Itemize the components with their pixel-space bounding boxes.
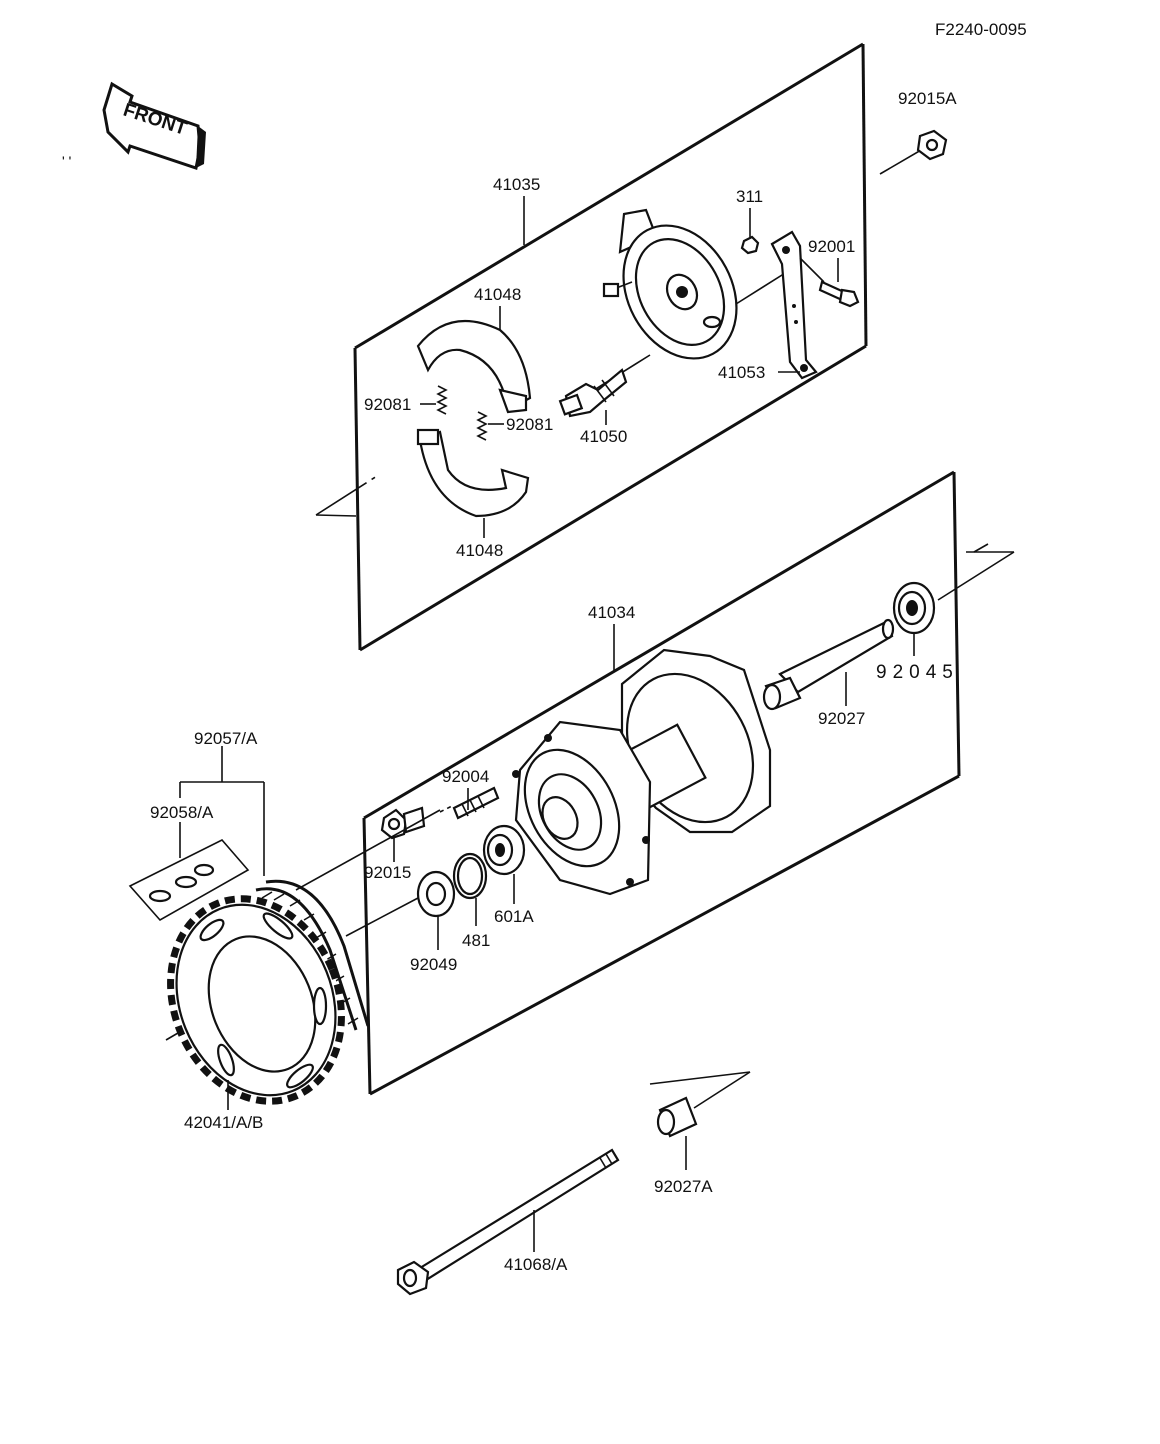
label-92081-right: 92081 (506, 415, 553, 434)
label-92049: 92049 (410, 955, 457, 974)
label-92001: 92001 (808, 237, 855, 256)
part-92049-seal (416, 870, 456, 918)
label-41048-bottom: 41048 (456, 541, 503, 560)
part-92027A-collar (649, 1071, 751, 1170)
label-92081-left: 92081 (364, 395, 411, 414)
svg-text:' ': ' ' (62, 153, 71, 169)
part-92001-bolt (799, 257, 860, 308)
part-brake-panel (602, 208, 738, 360)
part-92058A-master-link (128, 839, 250, 922)
part-92027-collar (762, 618, 895, 711)
part-41048-shoe-top (416, 319, 532, 414)
part-41034-hub (512, 648, 772, 896)
part-41050-cam (558, 368, 628, 418)
part-311-nut (740, 235, 760, 255)
label-41068A: 41068/A (504, 1255, 568, 1274)
label-41053: 41053 (718, 363, 765, 382)
label-92004: 92004 (442, 767, 489, 786)
hub-panel-frame (362, 470, 961, 1096)
label-92027: 92027 (818, 709, 865, 728)
label-41035: 41035 (493, 175, 540, 194)
document-code: F2240-0095 (935, 20, 1027, 39)
brake-panel-frame (353, 42, 868, 652)
part-92081-springs (436, 385, 488, 441)
label-92027A: 92027A (654, 1177, 713, 1196)
label-311: 311 (736, 187, 763, 206)
part-41068A-axle (396, 1148, 620, 1296)
label-601A: 601A (494, 907, 534, 926)
label-92045: 92045 (876, 662, 959, 683)
part-41048-shoe-bottom (416, 428, 530, 518)
label-92057A: 92057/A (194, 729, 258, 748)
part-92015A-nut (879, 129, 948, 175)
label-481: 481 (462, 931, 490, 950)
part-481-circlip (452, 852, 488, 900)
part-92045-bearing (892, 581, 936, 635)
label-42041AB: 42041/A/B (184, 1113, 263, 1132)
label-92015A: 92015A (898, 89, 957, 108)
label-92058A: 92058/A (150, 803, 214, 822)
part-41053-lever (770, 230, 818, 380)
label-41034: 41034 (588, 603, 635, 622)
part-42041-sprocket (167, 895, 345, 1105)
label-92015: 92015 (364, 863, 411, 882)
label-41048-top: 41048 (474, 285, 521, 304)
part-601A-bearing (482, 824, 526, 876)
part-92004-stud (452, 786, 500, 820)
label-41050: 41050 (580, 427, 627, 446)
part-92057A-chain (255, 879, 370, 1031)
front-arrow: FRONT (102, 81, 206, 170)
part-92015-nut (380, 806, 426, 840)
